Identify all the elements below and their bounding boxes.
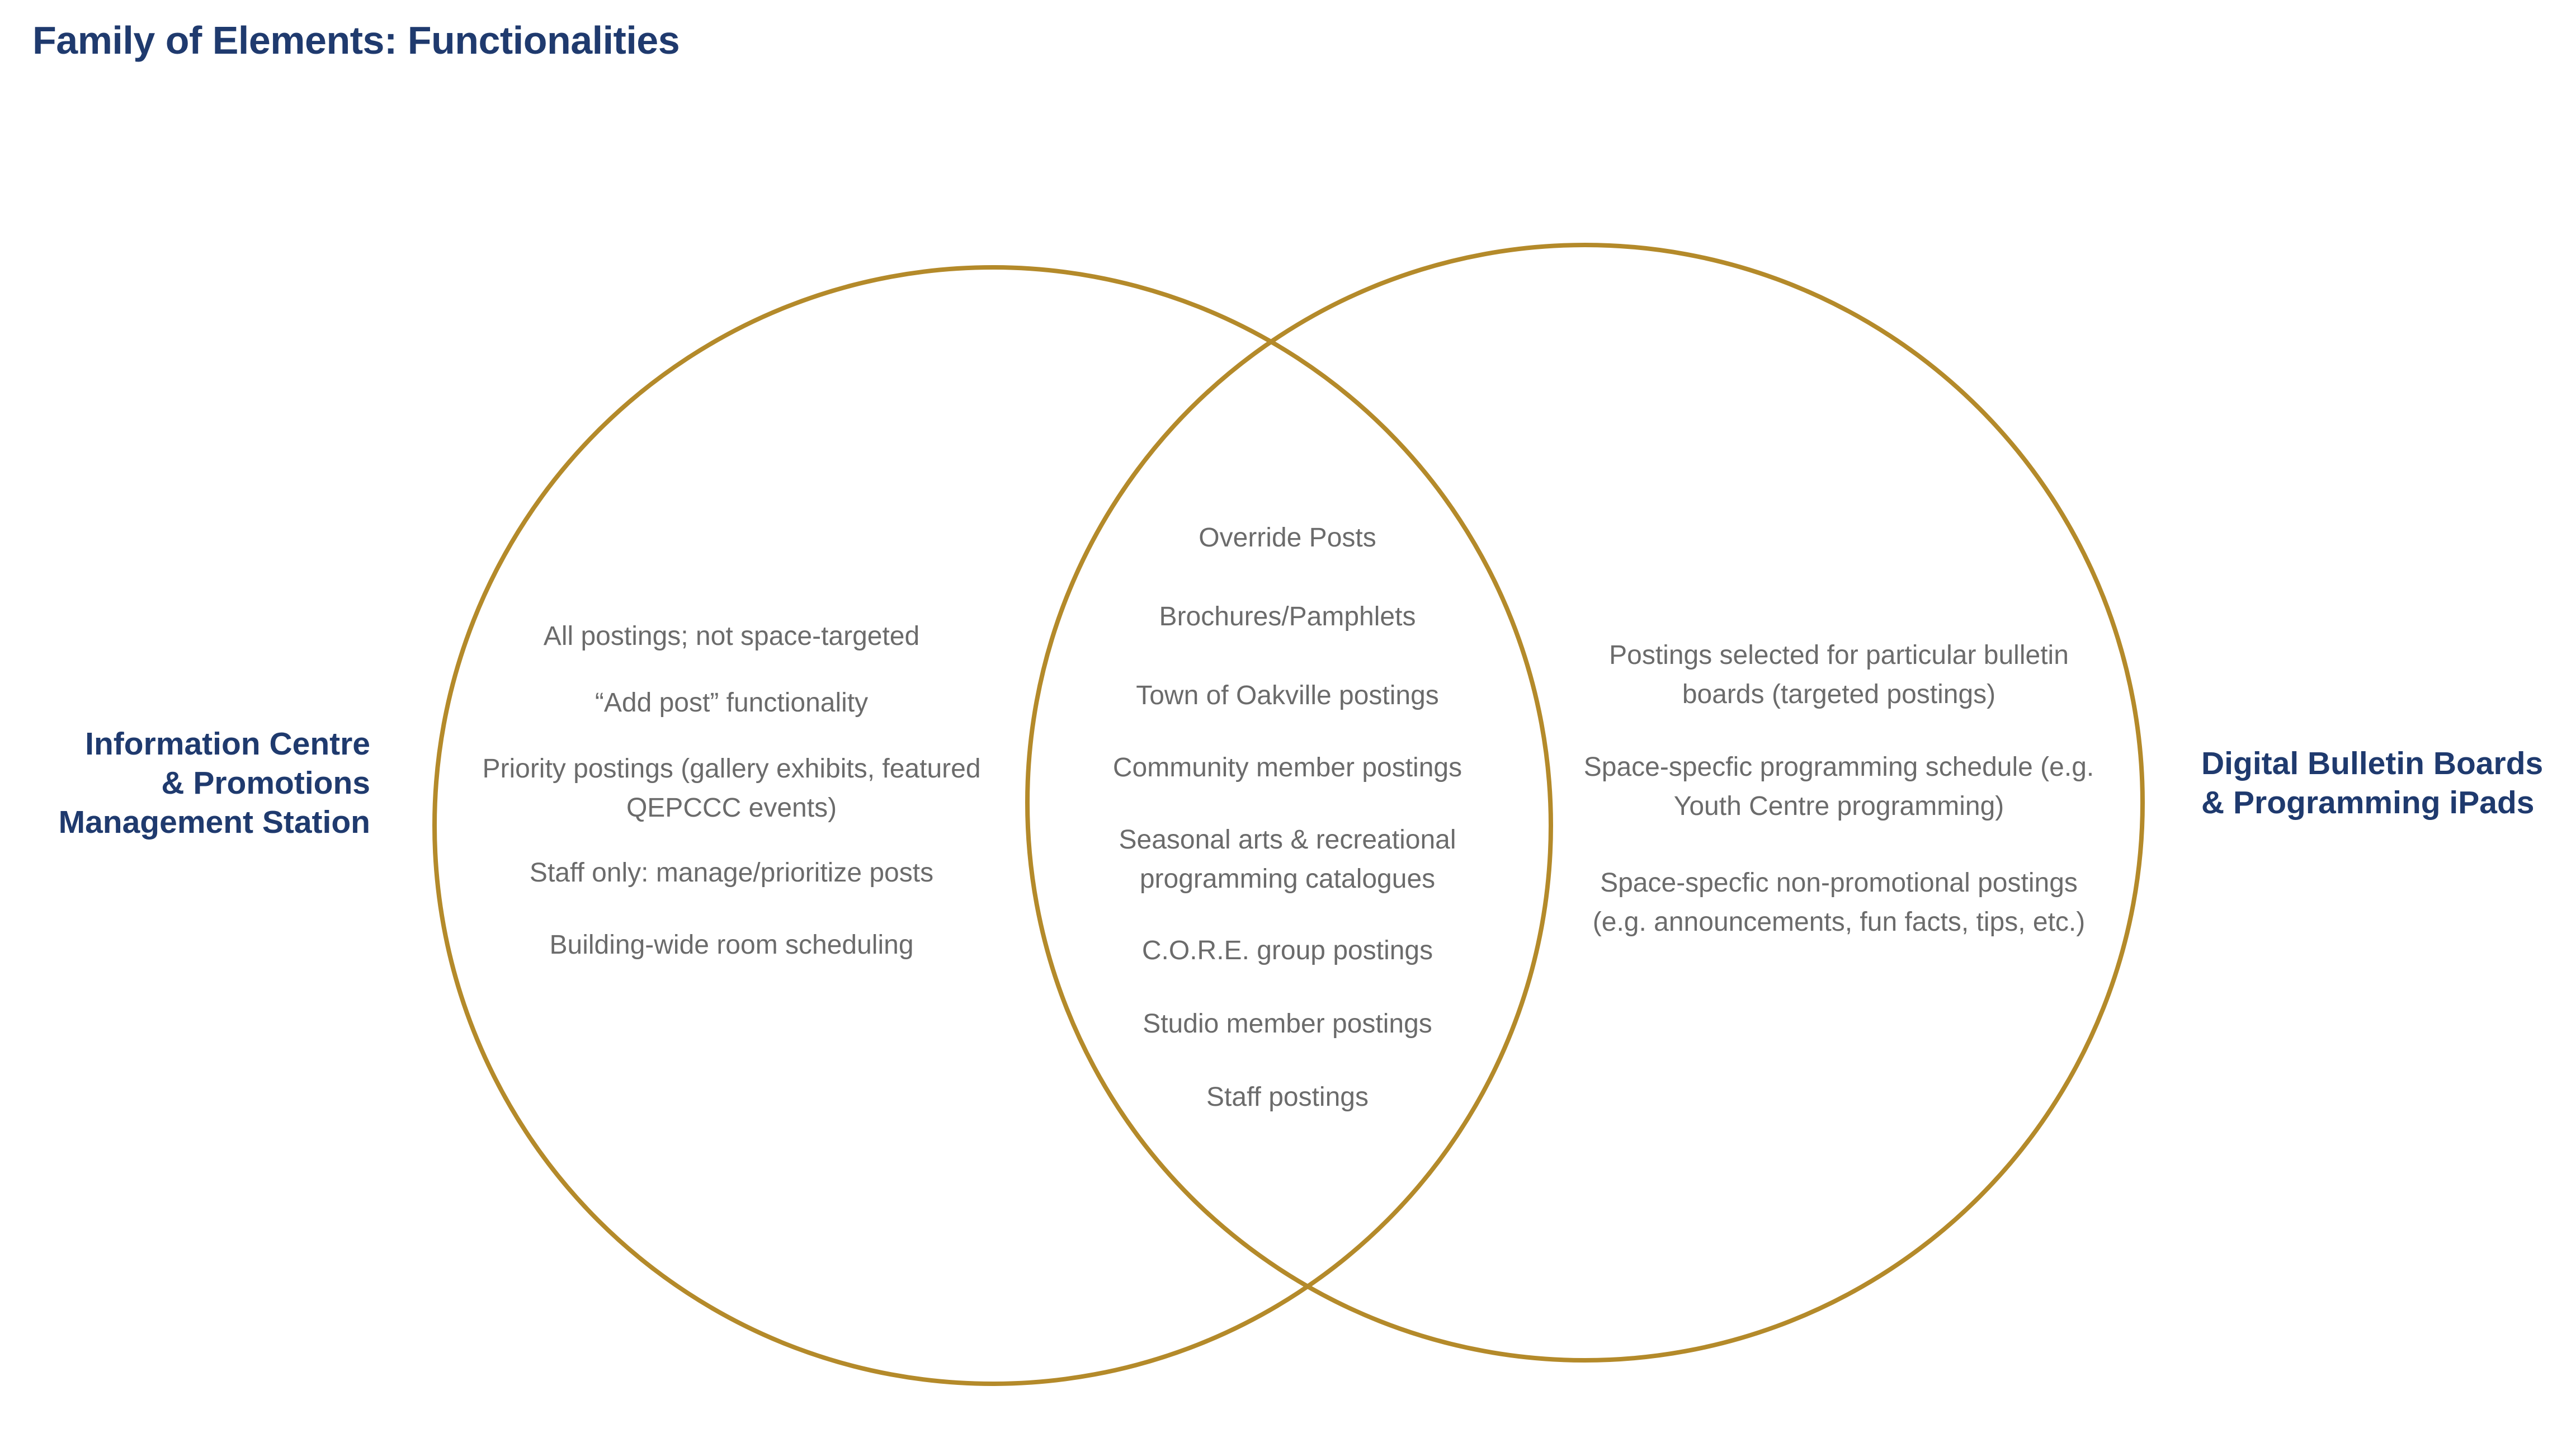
left-item-line: “Add post” functionality — [595, 688, 869, 718]
left-set-label-line: Management Station — [58, 804, 370, 840]
right-item: Space-specfic programming schedule (e.g.… — [1584, 748, 2094, 826]
left-item: Building-wide room scheduling — [549, 926, 913, 965]
right-item-line: Space-specfic non-promotional postings — [1600, 868, 2078, 898]
right-item-line: Postings selected for particular bulleti… — [1609, 640, 2069, 670]
right-item: Space-specfic non-promotional postings (… — [1593, 864, 2085, 942]
center-item-line: Staff postings — [1206, 1082, 1369, 1112]
center-item-line: Brochures/Pamphlets — [1159, 602, 1416, 631]
left-set-label-line: & Promotions — [161, 765, 370, 801]
left-set-label: Information Centre & Promotions Manageme… — [59, 724, 370, 842]
left-item-line: QEPCCC events) — [626, 793, 837, 823]
left-set-label-line: Information Centre — [85, 726, 370, 762]
page-title: Family of Elements: Functionalities — [32, 18, 680, 62]
right-set-label: Digital Bulletin Boards & Programming iP… — [2201, 744, 2543, 822]
left-item: Staff only: manage/prioritize posts — [530, 854, 933, 893]
center-item-line: Studio member postings — [1143, 1009, 1432, 1039]
center-item: Town of Oakville postings — [1136, 676, 1439, 715]
center-item-line: Override Posts — [1199, 523, 1376, 553]
right-item-line: boards (targeted postings) — [1682, 680, 1996, 709]
center-item-line: C.O.R.E. group postings — [1141, 936, 1433, 965]
center-item: C.O.R.E. group postings — [1142, 931, 1433, 970]
center-item: Override Posts — [1199, 518, 1376, 558]
center-item-line: Town of Oakville postings — [1136, 681, 1439, 710]
right-item: Postings selected for particular bulleti… — [1609, 636, 2069, 714]
left-item-line: Building-wide room scheduling — [549, 930, 914, 960]
left-item: “Add post” functionality — [595, 683, 868, 723]
right-item-line: (e.g. announcements, fun facts, tips, et… — [1592, 907, 2086, 937]
venn-circle-left — [432, 265, 1553, 1386]
venn-circle-right — [1025, 243, 2145, 1363]
center-item-line: Community member postings — [1112, 753, 1462, 783]
left-item: All postings; not space-targeted — [544, 617, 919, 656]
center-item-line: Seasonal arts & recreational — [1119, 825, 1456, 855]
center-item: Brochures/Pamphlets — [1159, 597, 1416, 637]
center-item: Seasonal arts & recreational programming… — [1119, 821, 1456, 899]
left-item-line: Staff only: manage/prioritize posts — [529, 858, 934, 888]
right-item-line: Space-specfic programming schedule (e.g. — [1583, 752, 2094, 782]
right-item-line: Youth Centre programming) — [1673, 791, 2004, 821]
left-item-line: All postings; not space-targeted — [543, 621, 920, 651]
left-item: Priority postings (gallery exhibits, fea… — [482, 750, 980, 828]
right-set-label-line: Digital Bulletin Boards — [2201, 746, 2544, 781]
right-set-label-line: & Programming iPads — [2201, 785, 2535, 821]
center-item: Studio member postings — [1143, 1005, 1432, 1044]
center-item: Community member postings — [1113, 748, 1462, 788]
left-item-line: Priority postings (gallery exhibits, fea… — [482, 754, 981, 784]
center-item-line: programming catalogues — [1139, 864, 1436, 894]
center-item: Staff postings — [1206, 1078, 1369, 1117]
